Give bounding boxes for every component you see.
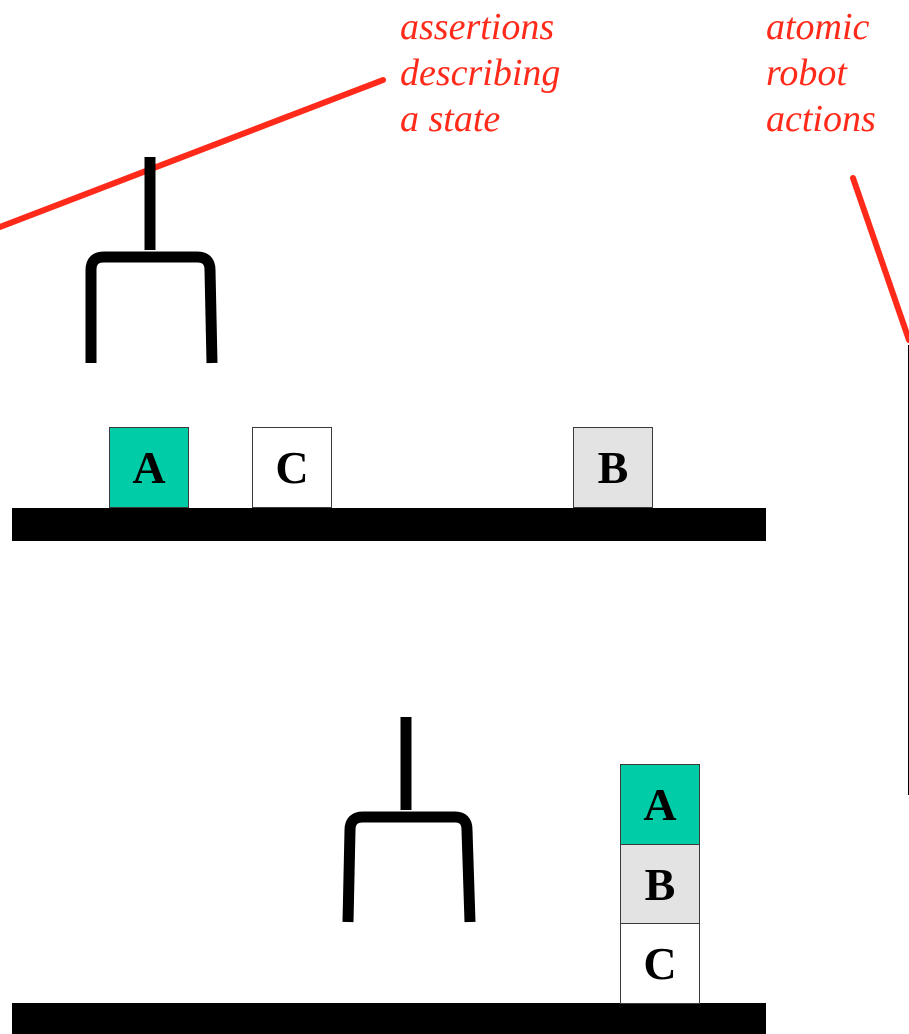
annotation-line: atomic	[766, 6, 870, 48]
table-bottom	[12, 1003, 766, 1034]
annotation-line: robot	[766, 52, 847, 94]
state-pointer-line	[0, 77, 386, 230]
annotation-assertions: assertions describing a state	[400, 4, 560, 142]
actions-pointer-line	[850, 175, 909, 343]
gripper-top	[85, 157, 218, 364]
gripper-bottom	[342, 717, 476, 923]
annotation-line: describing	[400, 52, 561, 94]
block-c-stacked: C	[620, 923, 700, 1004]
block-b-top: B	[573, 427, 653, 508]
annotation-line: a state	[400, 98, 501, 140]
annotation-line: assertions	[400, 6, 555, 48]
block-c-top: C	[252, 427, 332, 508]
block-a-top: A	[109, 427, 189, 508]
annotation-actions: atomic robot actions	[766, 4, 876, 142]
block-a-stacked: A	[620, 764, 700, 845]
table-top	[12, 508, 766, 541]
block-b-stacked: B	[620, 844, 700, 924]
annotation-line: actions	[766, 98, 876, 140]
